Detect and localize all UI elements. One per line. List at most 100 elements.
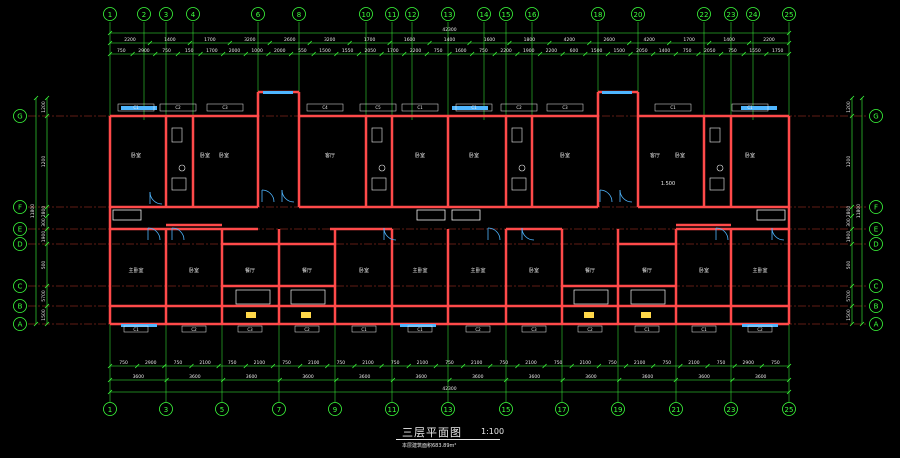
axis-bubble-left — [13, 222, 27, 236]
dim-bottom-row1-tick — [786, 363, 792, 369]
dim-bottom-row1-tick — [189, 363, 194, 369]
dim-bottom-row1-tick — [623, 363, 629, 369]
dim-left-label: 2800 — [41, 206, 47, 218]
room-label-upper: 卧室 — [131, 152, 141, 159]
axis-bubble-top — [631, 7, 645, 21]
room-label-upper: 客厅 — [650, 152, 660, 159]
axis-label-right: G — [873, 113, 878, 121]
axis-label-bottom: 13 — [444, 406, 453, 414]
window-frame-lower — [634, 325, 660, 333]
axis-bubble-top — [782, 7, 796, 21]
dim-bottom-row2-label: 3600 — [472, 374, 484, 380]
dim-top-row1-tick — [147, 40, 153, 46]
room-label-lower: 卧室 — [529, 267, 539, 274]
door-swing — [715, 227, 729, 241]
basin-fixture — [709, 177, 725, 191]
room-label-lower: 主卧室 — [128, 267, 143, 274]
dim-bottom-row1-label: 750 — [554, 360, 563, 366]
window — [741, 106, 777, 110]
dim-top-row2-label: 600 — [570, 48, 579, 54]
window — [263, 91, 293, 94]
window-label-upper: C1 — [747, 105, 753, 110]
axis-label-top: 11 — [388, 11, 397, 19]
window-label-upper: C3 — [222, 105, 228, 110]
window-frame-upper — [455, 103, 493, 112]
axis-bubble-right — [869, 109, 883, 123]
axis-label-top: 13 — [444, 11, 453, 19]
dim-top-row1-tick — [227, 40, 233, 46]
dim-top-row2-tick — [583, 51, 588, 57]
axis-label-left: F — [18, 204, 22, 212]
dim-bottom-row1-label: 2100 — [471, 360, 483, 366]
axis-bubble-top — [746, 7, 760, 21]
axis-bubble-bottom — [385, 402, 399, 416]
dim-right-tick — [849, 283, 855, 289]
dim-top-row2-tick — [650, 51, 656, 57]
dim-top-row2-label: 750 — [728, 48, 737, 54]
axis-bubble-top — [525, 7, 539, 21]
axis-label-top: 4 — [191, 11, 196, 19]
title-underline — [396, 439, 500, 440]
window-frame-upper — [546, 103, 584, 112]
door-swing — [487, 227, 501, 241]
axis-label-top: 25 — [785, 11, 794, 19]
axis-label-right: E — [874, 226, 878, 234]
dim-top-row2-label: 2000 — [274, 48, 286, 54]
axis-label-right: F — [874, 204, 878, 212]
window — [602, 91, 632, 94]
bathtub-fixture — [112, 209, 142, 221]
bath-fixture — [171, 127, 183, 143]
toilet-fixture — [518, 164, 526, 172]
dim-top-row2-label: 2200 — [500, 48, 512, 54]
axis-bubble-right — [869, 317, 883, 331]
window-frame-lower — [521, 325, 547, 333]
window-frame-upper — [306, 103, 344, 112]
dim-top-row1-label: 2600 — [604, 37, 616, 43]
dim-top-row2-tick — [628, 51, 633, 57]
dim-bottom-row1-label: 750 — [771, 360, 780, 366]
dim-top-row1-label: 1600 — [404, 37, 416, 43]
dim-top-row1-label: 1700 — [204, 37, 216, 43]
axis-label-top: 6 — [256, 11, 261, 19]
dim-top-row1-label: 3200 — [324, 37, 336, 43]
room-labels: 卧室卧室卧室客厅卧室卧室卧室客厅卧室卧室主卧室卧室餐厅餐厅卧室主卧室主卧室卧室餐… — [128, 152, 767, 274]
axis-label-top: 14 — [480, 11, 489, 19]
window — [742, 324, 778, 327]
axis-bubble-top — [441, 7, 455, 21]
window-label-lower: C2 — [757, 327, 763, 332]
dim-bottom-row2-label: 3600 — [698, 374, 710, 380]
dim-bottom-row1-tick — [460, 363, 466, 369]
dim-bottom-row1-tick — [759, 363, 765, 369]
bath-fixture — [511, 127, 523, 143]
dim-right-tick — [849, 113, 855, 119]
dim-top-row1-tick — [427, 40, 432, 46]
kitchen-counter — [573, 289, 609, 305]
toilet-fixture — [378, 164, 386, 172]
axis-label-top: 10 — [362, 11, 371, 19]
axis-bubble-left — [13, 109, 27, 123]
kitchen-counter — [290, 289, 326, 305]
dim-right-total-tick — [859, 95, 865, 101]
door-swing — [149, 191, 163, 205]
bathtub-fixture — [756, 209, 786, 221]
dim-top-row2-label: 750 — [434, 48, 443, 54]
axis-bubble-bottom — [611, 402, 625, 416]
window-label-upper: C1 — [670, 105, 676, 110]
axis-label-right: C — [874, 283, 879, 291]
window-frame-upper — [206, 103, 244, 112]
dim-bottom-row1-tick — [487, 363, 493, 369]
dim-top-row2-tick — [786, 51, 792, 57]
axis-bubble-right — [869, 222, 883, 236]
axis-label-bottom: 19 — [614, 406, 623, 414]
axis-bubble-top — [591, 7, 605, 21]
dim-top-row1-tick — [666, 40, 672, 46]
window-frame-lower — [407, 325, 433, 333]
dim-bottom-row2-label: 3600 — [359, 374, 371, 380]
stair-marker — [641, 312, 651, 318]
dim-right-total-label: 11800 — [856, 204, 862, 218]
axis-bubble-bottom — [103, 402, 117, 416]
dim-top-row1-tick — [507, 40, 512, 46]
room-label-lower: 餐厅 — [245, 267, 255, 274]
dim-top-row2-tick — [379, 51, 384, 57]
axis-label-bottom: 7 — [277, 406, 281, 414]
